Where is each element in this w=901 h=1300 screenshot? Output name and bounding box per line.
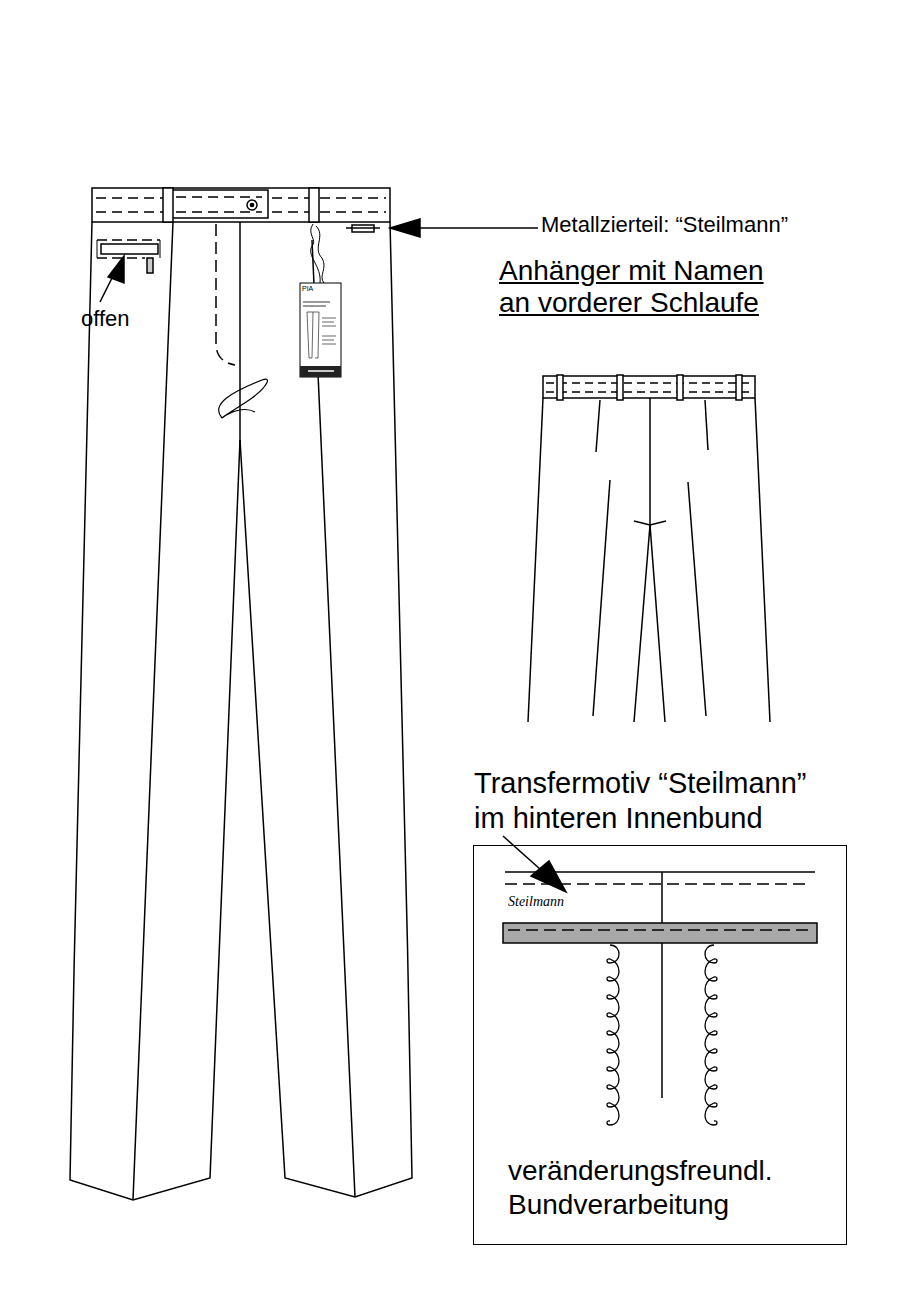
inset-heading: Transfermotiv “Steilmann” im hinteren In… xyxy=(474,766,834,836)
note-label: Anhänger mit Namen an vorderer Schlaufe xyxy=(499,255,799,319)
inset-caption: veränderungsfreundl. Bundverarbeitung xyxy=(508,1154,838,1221)
callout-label: offen xyxy=(81,306,161,331)
tag-label: PIA xyxy=(302,285,332,293)
detail-box: Transfermotiv “Steilmann” im hinteren In… xyxy=(473,845,847,1245)
transfer-motif: Steilmann xyxy=(508,894,648,911)
part-label: Metallzierteil: “Steilmann” xyxy=(541,212,881,237)
